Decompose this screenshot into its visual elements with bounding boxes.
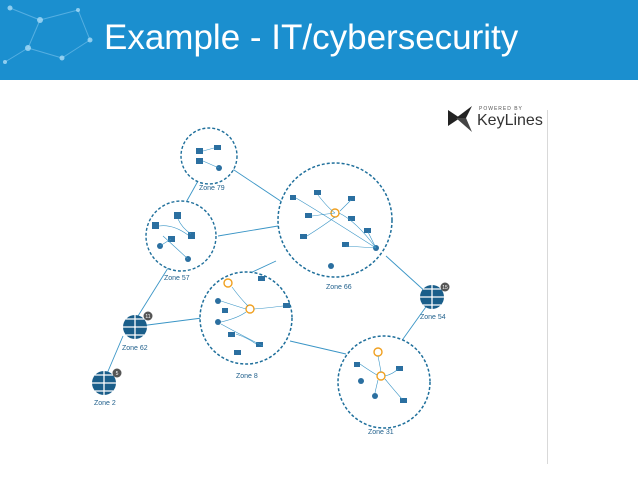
zone-8[interactable]: Zone 8 (199, 271, 293, 380)
slide-title: Example - IT/cybersecurity (104, 18, 519, 57)
title-banner: Example - IT/cybersecurity (0, 0, 638, 80)
zone-label: Zone 79 (199, 185, 225, 192)
link-66-8 (247, 260, 277, 275)
zone-2-hub[interactable]: 5 Zone 2 (92, 368, 122, 408)
network-diagram: Zone 79 Zone 57 (92, 127, 450, 436)
zone-label: Zone 62 (122, 345, 148, 352)
link-54-31 (397, 303, 429, 347)
link-62-2 (105, 335, 124, 377)
powered-by-label: POWERED BY (479, 106, 523, 112)
zone-label: Zone 54 (420, 314, 446, 321)
count-badge (440, 282, 450, 292)
zone-66[interactable]: Zone 66 (277, 162, 393, 291)
zone-label: Zone 8 (236, 373, 258, 380)
zone-79[interactable]: Zone 79 (180, 127, 238, 192)
zone-label: Zone 57 (164, 275, 190, 282)
link-57-62 (132, 267, 169, 325)
zone-label: Zone 31 (368, 429, 394, 436)
divider-line (547, 110, 548, 464)
zone-label: Zone 2 (94, 400, 116, 407)
brand-name: KeyLines (477, 112, 543, 129)
zone-links (105, 165, 429, 377)
link-66-54 (385, 255, 429, 295)
network-decoration (3, 5, 93, 64)
link-57-66 (217, 225, 279, 237)
link-8-31 (289, 340, 347, 355)
badge-count: 5 (116, 371, 119, 377)
badge-count: 15 (442, 285, 448, 291)
alert-icon (223, 278, 233, 288)
zone-54-hub[interactable]: 15 Zone 54 (420, 282, 450, 322)
link-62-8 (139, 317, 203, 327)
count-badge (112, 368, 122, 378)
zone-57[interactable]: Zone 57 (145, 200, 217, 282)
link-79-66 (227, 165, 289, 207)
badge-count: 11 (145, 314, 150, 320)
zone-31[interactable]: Zone 31 (337, 335, 431, 436)
count-badge (143, 311, 153, 321)
zone-62-hub[interactable]: 11 Zone 62 (122, 311, 153, 353)
zone-label: Zone 66 (326, 284, 352, 291)
keylines-mark-icon (448, 106, 472, 132)
keylines-logo: POWERED BY KeyLines (446, 104, 543, 134)
